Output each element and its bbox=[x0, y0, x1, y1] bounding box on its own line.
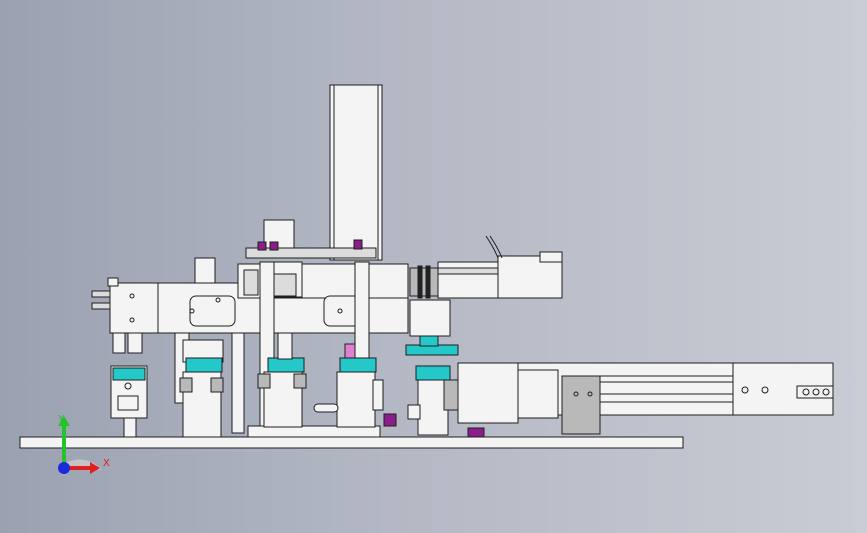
station-gripper-1 bbox=[110, 365, 148, 438]
x-axis-arrowhead bbox=[90, 462, 100, 474]
left-air-cylinder bbox=[91, 277, 159, 354]
y-axis-arrowhead bbox=[58, 416, 70, 426]
frame-foot bbox=[247, 425, 381, 438]
y-axis-label: Y bbox=[58, 414, 65, 425]
left-post-top bbox=[194, 257, 216, 284]
station-nozzle-4 bbox=[313, 343, 397, 428]
main-beam bbox=[154, 261, 409, 334]
station-nozzle-5 bbox=[405, 299, 485, 438]
origin-marker bbox=[58, 462, 70, 474]
station-nozzle-3 bbox=[257, 332, 307, 428]
station-nozzle-2 bbox=[179, 339, 224, 438]
linear-module-lower bbox=[457, 362, 834, 435]
top-slider-block bbox=[245, 219, 377, 259]
servo-motor-top bbox=[409, 235, 563, 299]
mid-guide-rod bbox=[231, 332, 245, 434]
vertical-column bbox=[329, 84, 383, 261]
coordinate-triad bbox=[58, 416, 102, 474]
x-axis-label: X bbox=[103, 458, 110, 469]
